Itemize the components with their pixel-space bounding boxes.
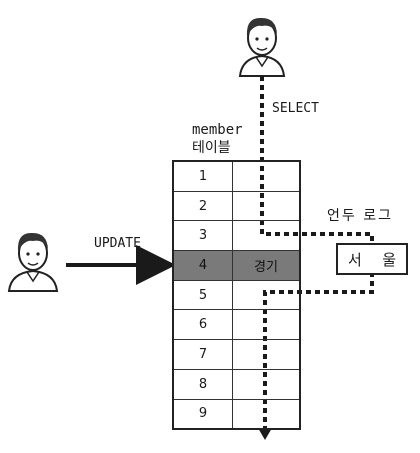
row-value [232,398,301,430]
row-value [232,368,301,400]
row-number: 9 [172,398,233,430]
update-label: UPDATE [94,236,141,251]
row-number: 3 [172,220,233,252]
table-row: 8 [172,368,301,400]
table-row: 9 [172,398,301,430]
undo-log-record: 서 울 [336,243,408,275]
undo-log-char-2: 울 [382,250,396,269]
member-table: 1 2 3 4 경기 5 6 7 8 [172,160,301,431]
row-value [232,339,301,370]
table-title-line-1: member [192,122,243,138]
table-row: 3 [172,220,301,252]
row-value: 경기 [232,250,301,281]
table-row: 6 [172,309,301,341]
table-row: 7 [172,339,301,370]
row-value [232,309,301,341]
table-title-line-2: 테이블 [192,140,231,156]
member-table-title: member 테이블 [192,121,243,157]
select-label: SELECT [272,101,319,116]
row-number: 5 [172,279,233,311]
row-number: 1 [172,160,233,192]
row-value [232,220,301,252]
undo-log-label: 언두 로그 [327,208,393,224]
row-number: 8 [172,368,233,400]
table-row: 5 [172,279,301,311]
select-path-arrowhead [258,428,272,440]
row-number: 2 [172,190,233,222]
table-row-highlighted: 4 경기 [172,250,301,281]
table-row: 1 [172,160,301,192]
row-value [232,279,301,311]
row-value [232,160,301,192]
row-number: 7 [172,339,233,370]
undo-log-char-1: 서 [348,250,362,269]
row-number: 6 [172,309,233,341]
table-row: 2 [172,190,301,222]
row-number: 4 [172,250,233,281]
writer-avatar-icon [7,232,59,292]
row-value [232,190,301,222]
reader-avatar-icon [238,17,286,77]
